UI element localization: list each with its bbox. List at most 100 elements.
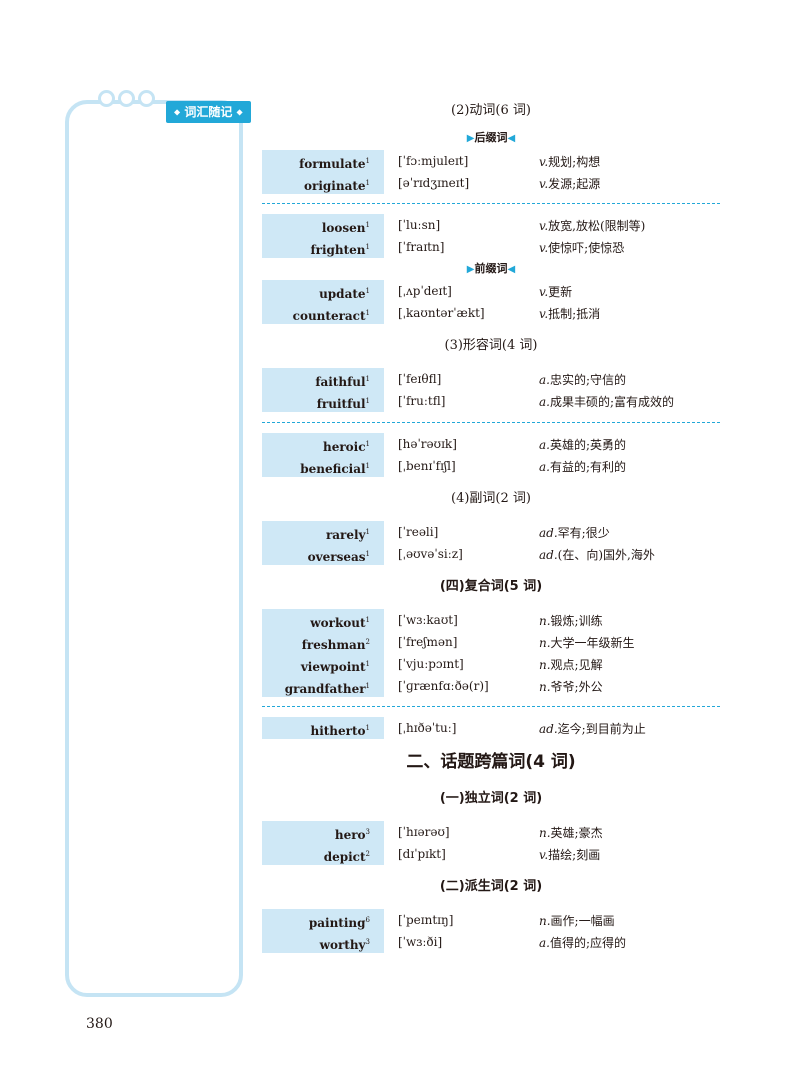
detail-column: [ˈreəli]ad.罕有;很少[ˌəʊvəˈsiːz]ad.(在、向)国外,海… <box>384 521 720 565</box>
part-of-speech: a. <box>539 394 550 409</box>
meaning-text: 有益的;有利的 <box>549 459 627 474</box>
part-of-speech: v. <box>539 218 549 233</box>
definition: n.英雄;豪杰 <box>539 824 603 841</box>
frequency-superscript: 1 <box>365 309 370 317</box>
page-number: 380 <box>86 1016 113 1032</box>
word-column: hitherto1 <box>262 717 384 739</box>
vocab-row: [həˈrəʊɪk] a.英雄的;英勇的 <box>384 433 720 455</box>
word-column: formulate1 originate1 <box>262 150 384 194</box>
phonetic-text: [ˈreəli] <box>398 525 439 539</box>
definition: v.更新 <box>539 283 572 300</box>
triangle-right-icon: ▶ <box>466 133 475 144</box>
frequency-superscript: 1 <box>365 157 370 165</box>
vocab-row: [ˌʌpˈdeɪt]v.更新 <box>384 280 720 302</box>
part-of-speech: ad. <box>539 525 558 540</box>
word-text: viewpoint <box>300 660 366 674</box>
frequency-superscript: 1 <box>365 724 370 732</box>
part-of-speech: n. <box>539 679 551 694</box>
detail-column: [ˈpeɪntɪŋ]n.画作;一幅画[ˈwɜːði]a.值得的;应得的 <box>384 909 720 953</box>
meaning-text: 更新 <box>548 284 573 299</box>
vocab-row: [ˌhɪðəˈtuː]ad.迄今;到目前为止 <box>384 717 720 739</box>
section-heading: (3)形容词(4 词) <box>444 338 538 353</box>
ring-icon <box>98 90 115 107</box>
vocab-row: [ˈfraɪtn]v.使惊吓;使惊恐 <box>384 236 720 258</box>
phonetic-text: [ˈwɜːkaʊt] <box>398 613 458 627</box>
definition: v.发源;起源 <box>539 175 600 192</box>
definition: n.画作;一幅画 <box>539 912 615 929</box>
section-heading: (四)复合词(5 词) <box>439 579 543 594</box>
part-of-speech: a. <box>539 459 550 474</box>
vocab-word: painting6 <box>262 909 370 931</box>
definition: a.成果丰硕的;富有成效的 <box>539 393 674 410</box>
word-text: frighten <box>310 243 366 257</box>
meaning-text: 锻炼;训练 <box>550 613 603 628</box>
vocab-row: [ˈfruːtfl]a.成果丰硕的;富有成效的 <box>384 390 720 412</box>
detail-column: [həˈrəʊɪk]a.英雄的;英勇的[ˌbenɪˈfɪʃl]a.有益的;有利的 <box>384 433 720 477</box>
notes-panel <box>65 100 243 997</box>
vocab-row: [ˈreəli]ad.罕有;很少 <box>384 521 720 543</box>
word-text: painting <box>308 916 366 930</box>
triangle-left-icon: ◀ <box>507 264 516 275</box>
vocab-word: counteract1 <box>262 302 370 324</box>
definition: n.大学一年级新生 <box>539 634 635 651</box>
part-of-speech: v. <box>539 240 549 255</box>
section-heading: (二)派生词(2 词) <box>439 879 543 894</box>
ring-icon <box>138 90 155 107</box>
definition: n.锻炼;训练 <box>539 612 603 629</box>
definition: v.抵制;抵消 <box>539 305 600 322</box>
binder-rings <box>98 90 155 107</box>
detail-column: [ˈfɔːmjuleɪt]v.规划;构想[əˈrɪdʒɪneɪt]v.发源;起源 <box>384 150 720 194</box>
part-of-speech: n. <box>539 657 551 672</box>
vocab-row: [əˈrɪdʒɪneɪt]v.发源;起源 <box>384 172 720 194</box>
part-of-speech: n. <box>539 613 551 628</box>
word-group: hitherto1[ˌhɪðəˈtuː]ad.迄今;到目前为止 <box>262 717 720 739</box>
definition: ad.迄今;到目前为止 <box>539 720 646 737</box>
vocab-word: beneficial1 <box>262 455 370 477</box>
detail-column: [ˈhɪərəʊ]n.英雄;豪杰[dɪˈpɪkt]v.描绘;刻画 <box>384 821 720 865</box>
word-text: workout <box>310 616 366 630</box>
frequency-superscript: 2 <box>365 850 370 858</box>
meaning-text: 英雄的;英勇的 <box>549 437 627 452</box>
word-text: rarely <box>325 528 366 542</box>
phonetic-text: [ˌkaʊntərˈækt] <box>398 306 485 320</box>
meaning-text: 发源;起源 <box>548 176 601 191</box>
phonetic-text: [ˈfreʃmən] <box>398 635 458 649</box>
part-of-speech: a. <box>539 437 550 452</box>
meaning-text: 忠实的;守信的 <box>549 372 627 387</box>
frequency-superscript: 1 <box>365 375 370 383</box>
vocab-word: freshman2 <box>262 631 370 653</box>
diamond-icon: ◆ <box>236 107 243 117</box>
phonetic-text: [ˈpeɪntɪŋ] <box>398 913 454 927</box>
vocab-row: [ˈfreʃmən] n.大学一年级新生 <box>384 631 720 653</box>
vocab-word: worthy3 <box>262 931 370 953</box>
part-of-speech: ad. <box>539 547 558 562</box>
phonetic-text: [həˈrəʊɪk] <box>398 437 457 451</box>
vocab-word: heroic1 <box>262 433 370 455</box>
dashed-divider <box>262 706 720 707</box>
phonetic-text: [ˈfɔːmjuleɪt] <box>398 154 469 168</box>
detail-column: [ˈluːsn]v.放宽,放松(限制等)[ˈfraɪtn]v.使惊吓;使惊恐 <box>384 214 720 258</box>
vocab-word: originate1 <box>262 172 370 194</box>
word-text: depict <box>323 850 366 864</box>
part-of-speech: v. <box>539 154 549 169</box>
triangle-right-icon: ▶ <box>466 264 475 275</box>
vocab-row: [ˈɡrænfɑːðə(r)]n.爷爷;外公 <box>384 675 720 697</box>
word-text: faithful <box>315 375 366 389</box>
word-text: originate <box>304 179 366 193</box>
part-of-speech: v. <box>539 176 549 191</box>
word-text: formulate <box>299 157 366 171</box>
vocab-row: [ˌəʊvəˈsiːz]ad.(在、向)国外,海外 <box>384 543 720 565</box>
vocab-row: [ˌkaʊntərˈækt] v.抵制;抵消 <box>384 302 720 324</box>
definition: n.观点;见解 <box>539 656 603 673</box>
